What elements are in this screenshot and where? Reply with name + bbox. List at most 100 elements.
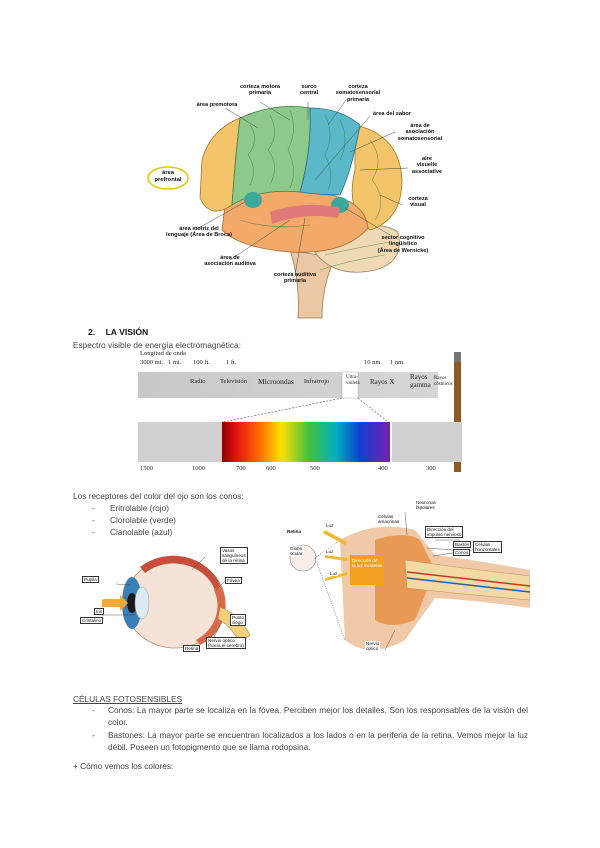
- label-retina-eye: Retina: [183, 645, 201, 653]
- label-luz-2: Luz: [325, 549, 335, 555]
- bullet: -: [92, 527, 95, 538]
- label-area-prefrontal: área prefrontal: [154, 170, 182, 183]
- receptor-item: - Clorolable (verde): [92, 514, 176, 526]
- receptor-item: - Eritrolable (rojo): [92, 502, 169, 514]
- band-television: Televisión: [220, 378, 247, 385]
- band-rayos-x: Rayos X: [370, 378, 395, 386]
- label-globo-ocular: Globo ocular: [289, 546, 304, 557]
- brain-illustration: [147, 99, 409, 319]
- eye-illustration: [100, 555, 251, 649]
- visible-spectrum: [222, 422, 390, 462]
- receptor-label: Eritrolable (rojo): [110, 503, 170, 513]
- spectrum-right-edge: [454, 352, 461, 472]
- brainstem-shape: [289, 249, 336, 319]
- leader-lines: [194, 99, 409, 276]
- bullet: -: [92, 705, 95, 715]
- receptors-intro: Los receptores del color del ojo son los…: [73, 491, 244, 501]
- label-punto-ciego: Punto ciego: [230, 614, 247, 627]
- wavelength-500: 500: [310, 465, 320, 472]
- wavelength-700: 700: [236, 465, 246, 472]
- bullet: -: [92, 515, 95, 526]
- band-microondas: Microondas: [258, 377, 294, 386]
- spectrum-right-edge-top: [454, 352, 461, 362]
- em-band: [138, 372, 438, 398]
- label-baston: Bastón: [453, 541, 472, 549]
- label-luz-3: Luz: [329, 571, 339, 577]
- pupil-shape: [127, 593, 137, 613]
- nerve-red: [406, 571, 531, 587]
- fotosensible-text: Conos: La mayor parte se localiza en la …: [108, 705, 528, 728]
- band-ultravioleta: Ultra- violeta: [346, 375, 360, 386]
- spectrum-dist-6: 1 nm.: [390, 359, 405, 366]
- bullet: -: [92, 730, 95, 741]
- label-area-sabor: área del sabor: [373, 111, 411, 117]
- label-celulas-amacrinas: Células amacrinas: [377, 514, 401, 525]
- wavelength-300: 300: [426, 465, 436, 472]
- eye-diagram: Pupila Luz Iris Cristalino Vasos sanguín…: [80, 545, 255, 660]
- gyri-lines: [239, 109, 391, 271]
- section-intro: Espectro visible de energía electromagné…: [73, 340, 241, 350]
- visible-band-marker: [341, 371, 359, 399]
- label-luz-1: Luz: [325, 523, 335, 529]
- spectrum-dist-5: 10 nm.: [364, 359, 383, 366]
- spectrum-dist-1: 3000 mi.: [140, 359, 164, 366]
- spectrum-illustration: [138, 352, 462, 472]
- spectrum-dist-2: 1 mi.: [168, 359, 182, 366]
- spectrum-dist-3: 100 ft.: [193, 359, 210, 366]
- label-corteza-visual: corteza visual: [408, 196, 428, 209]
- wavelength-1500: 1500: [140, 465, 153, 472]
- retina-diagram: Retina Globo ocular Luz Luz Luz Direcció…: [285, 500, 531, 660]
- label-neuronas-bipolares: Neuronas bipolares: [415, 500, 437, 511]
- colors-question: + Cómo vemos los colores:: [73, 761, 174, 771]
- retina-dotted-lines: [314, 539, 346, 641]
- label-direccion-luz: Dirección de la luz incidente: [352, 558, 383, 569]
- light-arrow: [102, 595, 128, 611]
- broca-spot: [244, 192, 262, 208]
- label-luz-eye: Luz: [97, 596, 105, 601]
- band-gamma: Rayos gamma: [410, 373, 431, 389]
- spectrum-diagram: Longitud de onda 3000 mi. 1 mi. 100 ft. …: [138, 348, 463, 476]
- label-corteza-motora: corteza motora primaria: [239, 84, 281, 97]
- label-direccion-impulso: Dirección del impulso nervioso: [425, 526, 464, 539]
- label-area-broca: área motriz del lenguaje (Área de Broca): [166, 226, 232, 239]
- section-number: 2.: [88, 327, 96, 337]
- label-fovea: Fóvea: [225, 577, 242, 585]
- fotosensibles-title: CÉLULAS FOTOSENSIBLES: [73, 694, 183, 704]
- bullet: -: [92, 503, 95, 513]
- label-corteza-auditiva: corteza auditiva primaria: [273, 272, 317, 285]
- wavelength-400: 400: [378, 465, 388, 472]
- wavelength-600: 600: [266, 465, 276, 472]
- band-cosmicos: Rayos cósmicos: [434, 376, 453, 387]
- expanded-right: [392, 422, 462, 462]
- prefrontal-highlight: [147, 166, 189, 190]
- auditory-cortex: [270, 204, 340, 224]
- label-area-asociacion-somatosensorial: área de asociación somatosensorial: [397, 123, 443, 142]
- choroid-layer: [140, 555, 220, 590]
- fotosensibles-list: - Conos: La mayor parte se localiza en l…: [92, 704, 528, 753]
- light-rays: [323, 530, 347, 581]
- highlight-region: [350, 555, 384, 585]
- receptor-label: Clorolable (verde): [110, 515, 176, 526]
- label-corteza-somatosensorial: corteza somatosensorial primaria: [335, 84, 381, 103]
- label-area-wernicke: sector cognitivo lingüístico (Área de We…: [377, 235, 429, 254]
- label-nervio-optico: Nervio óptico (hacia el cerebro): [206, 637, 246, 650]
- receptor-label: Cianolable (azul): [110, 527, 173, 538]
- lens-shape: [134, 586, 150, 620]
- receptors-list: -Eritrolable (rojo) -Clorolable (verde) …: [92, 502, 176, 538]
- label-vasos: Vasos sanguíneos de la retina: [220, 547, 248, 565]
- section-heading: 2. LA VISIÓN: [88, 327, 148, 337]
- fotosensible-text: Bastones: La mayor parte se encuentran l…: [108, 730, 528, 753]
- wavelength-1000: 1000: [192, 465, 205, 472]
- retina-cells: [375, 535, 435, 625]
- frontal-lobe: [231, 106, 311, 206]
- retina-illustration: [289, 511, 531, 651]
- expanded-left: [138, 422, 222, 462]
- section-title: LA VISIÓN: [105, 327, 149, 337]
- label-nervio: Nervio optico: [365, 641, 381, 652]
- label-conos: Conos: [453, 549, 471, 557]
- fotosensible-item: - Bastones: La mayor parte se encuentran…: [92, 729, 528, 753]
- spectrum-longitud: Longitud de onda: [140, 350, 186, 357]
- nerve-blue: [406, 577, 531, 593]
- retina-layer: [196, 585, 226, 645]
- brain-diagram: corteza motora primaria surco central co…: [140, 80, 460, 320]
